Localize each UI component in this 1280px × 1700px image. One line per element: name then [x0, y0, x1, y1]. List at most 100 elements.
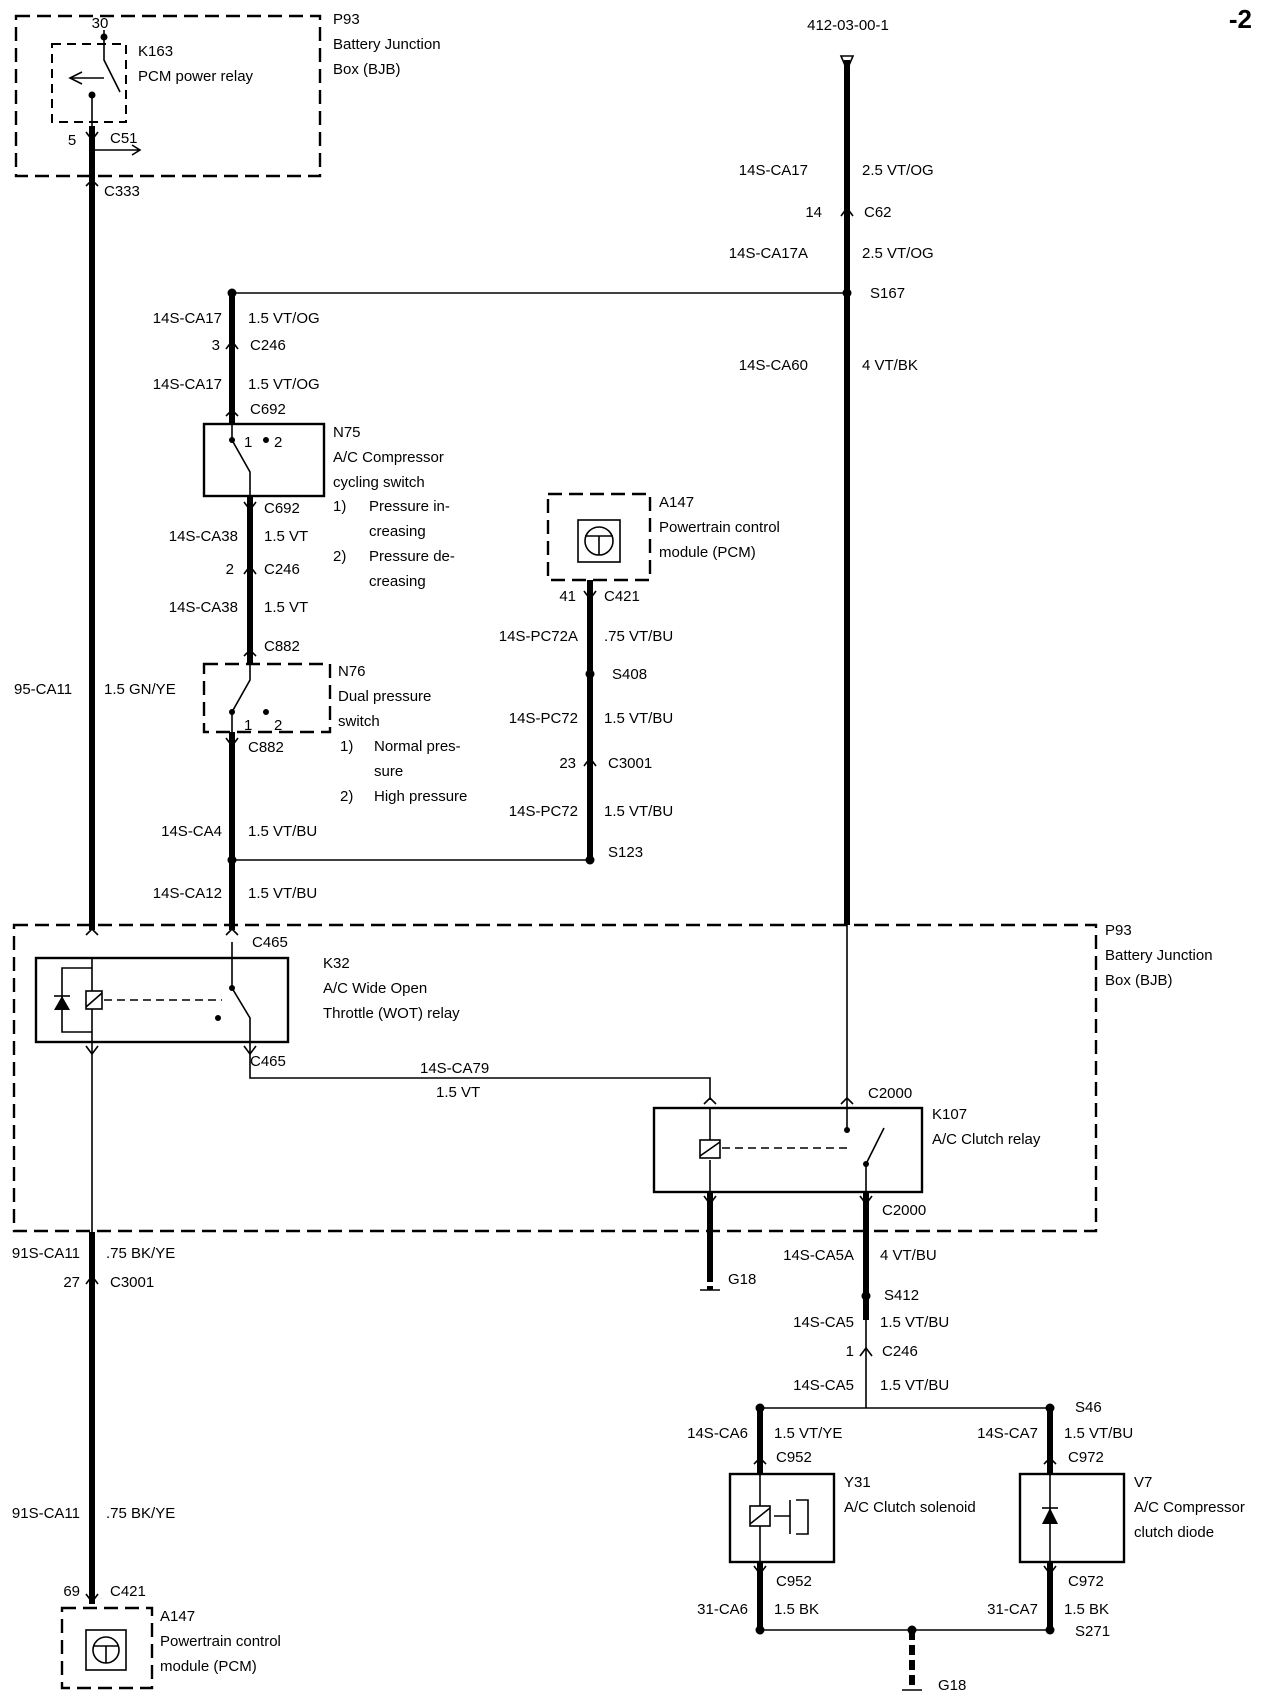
svg-text:2: 2 — [274, 434, 282, 451]
w12-spec: 1.5 VT/BU — [604, 710, 673, 727]
w5-spec: 1.5 VT/OG — [248, 376, 320, 393]
svg-text:Throttle (WOT) relay: Throttle (WOT) relay — [323, 1005, 460, 1022]
c246b-connector: 2 C246 — [226, 561, 300, 578]
svg-text:module (PCM): module (PCM) — [659, 544, 756, 561]
svg-text:2): 2) — [340, 788, 353, 805]
svg-text:C421: C421 — [604, 588, 640, 605]
y31-solenoid: Y31 A/C Clutch solenoid — [728, 1472, 976, 1564]
s167-label: S167 — [870, 285, 905, 302]
w18-spec: 1.5 VT/BU — [880, 1314, 949, 1331]
w20-spec: 1.5 VT/YE — [774, 1425, 842, 1442]
s408-splice — [585, 669, 595, 679]
svg-text:C952: C952 — [776, 1573, 812, 1590]
svg-text:A147: A147 — [659, 494, 694, 511]
s46-label: S46 — [1075, 1399, 1102, 1416]
s412-label: S412 — [884, 1287, 919, 1304]
w3-circuit: 14S-CA60 — [739, 357, 808, 374]
s123-label: S123 — [608, 844, 643, 861]
w23-circuit: 31-CA7 — [987, 1601, 1038, 1618]
svg-text:1): 1) — [333, 498, 346, 515]
svg-text:creasing: creasing — [369, 523, 426, 540]
svg-text:V7: V7 — [1134, 1474, 1152, 1491]
svg-text:14: 14 — [805, 204, 822, 221]
c2000a-connector: C2000 — [703, 1085, 912, 1105]
w10-circuit: 14S-CA12 — [153, 885, 222, 902]
svg-text:C3001: C3001 — [110, 1274, 154, 1291]
svg-text:30: 30 — [92, 15, 109, 32]
w2-spec: 2.5 VT/OG — [862, 245, 934, 262]
c2000b-connector: C2000 — [703, 1195, 926, 1219]
svg-text:Pressure de-: Pressure de- — [369, 548, 455, 565]
svg-text:2: 2 — [274, 717, 282, 734]
svg-text:A/C Compressor: A/C Compressor — [1134, 1499, 1245, 1516]
w5-circuit: 14S-CA17 — [153, 376, 222, 393]
page-number: -2 — [1229, 4, 1252, 34]
s271-splice — [1045, 1625, 1055, 1635]
w8-spec: 1.5 GN/YE — [104, 681, 176, 698]
svg-text:C882: C882 — [264, 638, 300, 655]
s123-splice — [585, 855, 595, 865]
svg-text:A/C Clutch relay: A/C Clutch relay — [932, 1131, 1041, 1148]
w4-spec: 1.5 VT/OG — [248, 310, 320, 327]
svg-text:C246: C246 — [882, 1343, 918, 1360]
svg-text:C2000: C2000 — [882, 1202, 926, 1219]
k107-relay: K107 A/C Clutch relay — [652, 1106, 1041, 1194]
svg-text:A/C Clutch solenoid: A/C Clutch solenoid — [844, 1499, 976, 1516]
c246c-connector: 1 C246 — [846, 1343, 918, 1360]
svg-text:2: 2 — [226, 561, 234, 578]
svg-text:C692: C692 — [250, 401, 286, 418]
w21-spec: 1.5 VT/BU — [1064, 1425, 1133, 1442]
a147-top-module: A147 Powertrain control module (PCM) — [546, 492, 780, 582]
w10-spec: 1.5 VT/BU — [248, 885, 317, 902]
g18a-ground: G18 — [700, 1262, 756, 1291]
c3001b-connector: 27 C3001 — [63, 1274, 154, 1291]
p93-mid-box: P93 Battery Junction Box (BJB) — [12, 922, 1213, 1233]
k163-relay: 30 K163 PCM power relay 5 — [51, 15, 254, 149]
w14-spec: 1.5 VT — [436, 1084, 480, 1101]
svg-text:G18: G18 — [938, 1677, 966, 1694]
w3-spec: 4 VT/BK — [862, 357, 918, 374]
svg-text:High pressure: High pressure — [374, 788, 467, 805]
c51-connector: C51 — [85, 130, 142, 156]
w7-spec: 1.5 VT — [264, 599, 308, 616]
svg-text:C692: C692 — [264, 500, 300, 517]
svg-text:Battery Junction: Battery Junction — [1105, 947, 1213, 964]
svg-text:C62: C62 — [864, 204, 892, 221]
svg-text:clutch diode: clutch diode — [1134, 1524, 1214, 1541]
wire-14s-ca79 — [249, 1042, 711, 1100]
svg-text:P93: P93 — [1105, 922, 1132, 939]
c246a-connector: 3 C246 — [212, 337, 286, 354]
w15-spec: .75 BK/YE — [106, 1245, 175, 1262]
w21-circuit: 14S-CA7 — [977, 1425, 1038, 1442]
svg-text:A/C Compressor: A/C Compressor — [333, 449, 444, 466]
w18-circuit: 14S-CA5 — [793, 1314, 854, 1331]
s412-splice — [861, 1291, 871, 1301]
w1-circuit: 14S-CA17 — [739, 162, 808, 179]
c692a-connector: C692 — [225, 401, 286, 418]
svg-text:PCM power relay: PCM power relay — [138, 68, 254, 85]
svg-text:C2000: C2000 — [868, 1085, 912, 1102]
svg-text:switch: switch — [338, 713, 380, 730]
w13-circuit: 14S-PC72 — [509, 803, 578, 820]
svg-text:module (PCM): module (PCM) — [160, 1658, 257, 1675]
w6-spec: 1.5 VT — [264, 528, 308, 545]
w4-circuit: 14S-CA17 — [153, 310, 222, 327]
svg-text:Powertrain control: Powertrain control — [160, 1633, 281, 1650]
c465b-connector: C465 — [85, 1045, 286, 1070]
reference-label: 412-03-00-1 — [807, 17, 889, 34]
g18b-ground: G18 — [902, 1630, 966, 1694]
svg-text:Battery Junction: Battery Junction — [333, 36, 441, 53]
svg-text:1): 1) — [340, 738, 353, 755]
w6-circuit: 14S-CA38 — [169, 528, 238, 545]
c882a-connector: C882 — [243, 638, 300, 657]
s271-label: S271 — [1075, 1623, 1110, 1640]
svg-text:Normal pres-: Normal pres- — [374, 738, 461, 755]
w15-circuit: 91S-CA11 — [12, 1245, 80, 1262]
c465a-connector: C465 — [85, 927, 288, 951]
n76-switch: 1 2 N76 Dual pressure switch 1) Normal p… — [202, 662, 467, 805]
svg-text:1: 1 — [846, 1343, 854, 1360]
w9-spec: 1.5 VT/BU — [248, 823, 317, 840]
w9-circuit: 14S-CA4 — [161, 823, 222, 840]
k32-relay: K32 A/C Wide Open Throttle (WOT) relay — [34, 942, 460, 1044]
